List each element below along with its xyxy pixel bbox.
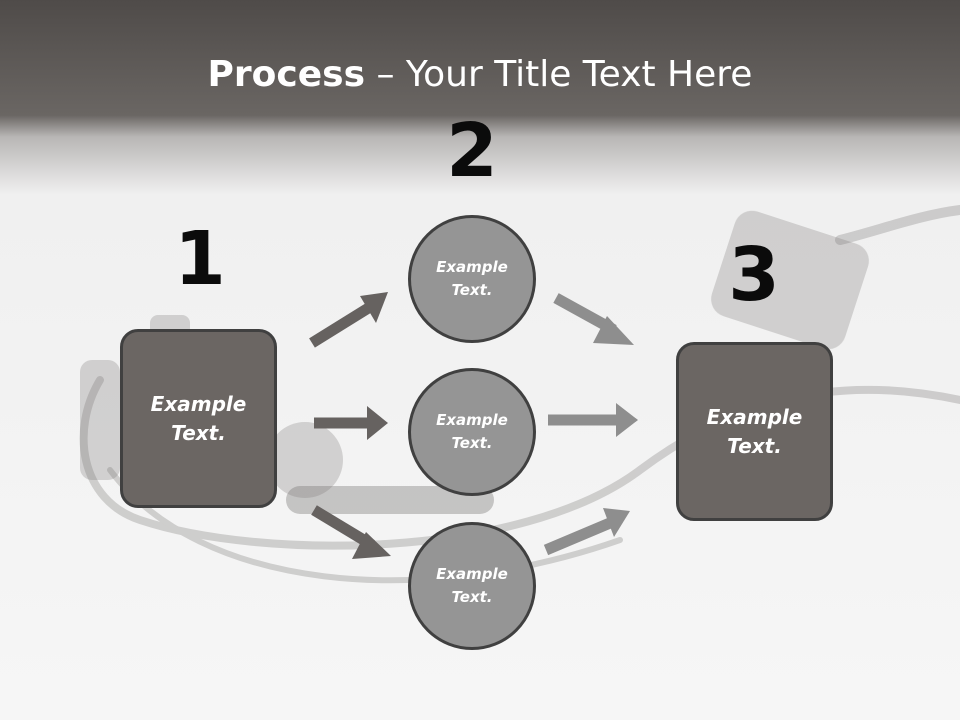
slide-title: Process – Your Title Text Here [0, 52, 960, 98]
title-bold: Process [207, 54, 366, 95]
step-1-box-text: Example Text. [150, 391, 247, 445]
circle-top-text: Example Text. [436, 258, 508, 299]
step-2-circle-top: Example Text. [408, 215, 536, 343]
title-rest: – Your Title Text Here [365, 54, 753, 95]
arrow-top-to-3 [553, 293, 634, 345]
step-2-circle-middle: Example Text. [408, 368, 536, 496]
arrow-bottom-to-3 [543, 508, 630, 556]
circle-middle-text: Example Text. [436, 411, 508, 452]
arrow-1-to-middle [314, 406, 388, 440]
arrow-middle-to-3 [548, 403, 638, 437]
step-3-box-text: Example Text. [706, 404, 803, 458]
circle-bottom-text: Example Text. [436, 565, 508, 606]
arrow-1-to-top [309, 292, 388, 348]
step-3-box: Example Text. [676, 342, 833, 521]
step-number-1: 1 [174, 216, 226, 302]
arrow-1-to-bottom [311, 505, 391, 559]
step-number-2: 2 [446, 108, 498, 194]
step-number-3: 3 [728, 232, 780, 318]
step-2-circle-bottom: Example Text. [408, 522, 536, 650]
step-1-box: Example Text. [120, 329, 277, 508]
